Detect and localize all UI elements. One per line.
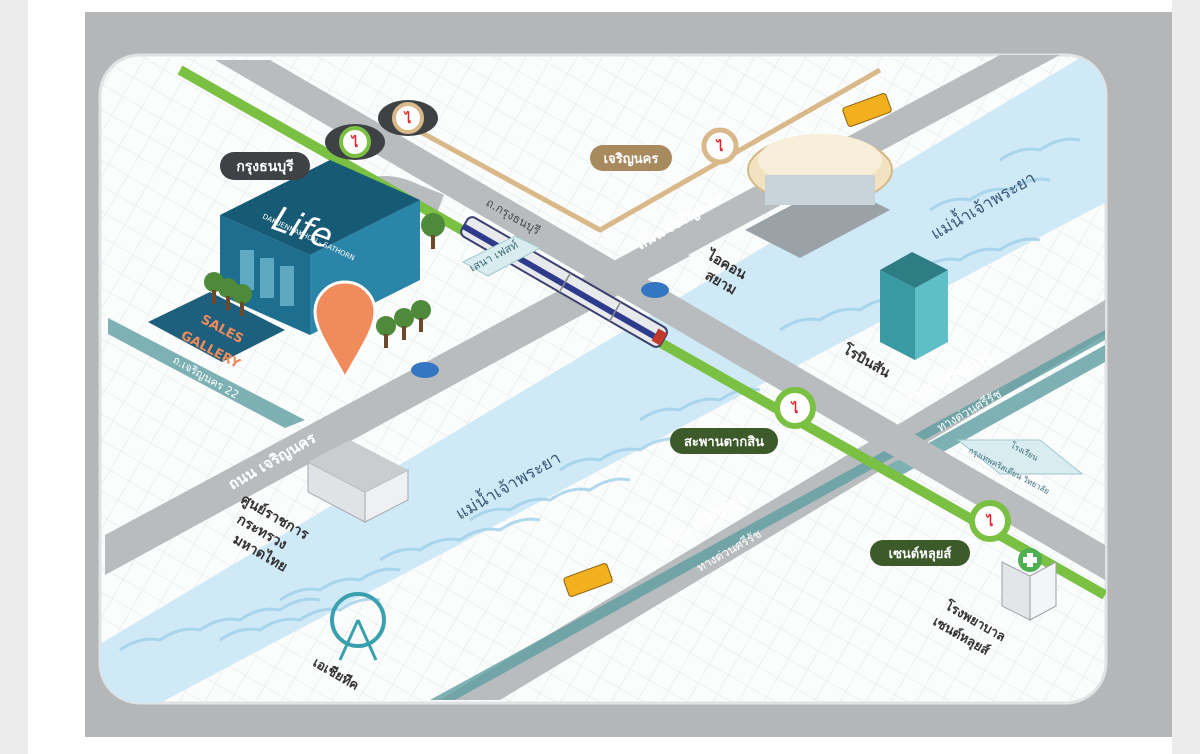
bus-icon [563, 563, 613, 597]
car-icon [411, 362, 439, 378]
location-pin [313, 280, 377, 382]
bts-station-saint-louis-marker[interactable]: ไ [969, 500, 1011, 542]
bts-icon: ไ [403, 110, 412, 127]
station-label-saint-louis: เซนต์หลุยส์ [889, 546, 952, 562]
asiatique-ferris-wheel [330, 592, 386, 661]
station-label-saphan-taksin: สะพานตากสิน [684, 435, 764, 450]
hospital-building [1001, 548, 1057, 621]
bts-station-saphan-taksin-marker[interactable]: ไ [774, 387, 816, 429]
bts-station-charoen-nakhon-marker[interactable]: ไ [701, 127, 739, 165]
road-expressway [430, 330, 1105, 700]
bts-icon: ไ [715, 138, 724, 155]
gold-line [393, 67, 882, 233]
gold-station-marker[interactable]: ไ [378, 100, 438, 136]
bts-icon: ไ [985, 513, 994, 530]
road-charoen-nakhon-22 [108, 318, 305, 428]
station-label-krung-thonburi: กรุงธนบุรี [236, 159, 294, 175]
road-krung-thonburi [215, 60, 1105, 580]
road-charoen-krung [440, 300, 1105, 700]
car-icon [641, 282, 669, 298]
tree-icon [204, 213, 445, 348]
sales-gallery-sign [148, 292, 285, 362]
robinson-building [880, 252, 948, 360]
bts-station-krung-thonburi-marker[interactable]: ไ [325, 124, 385, 160]
senna-fest-sign [461, 235, 542, 277]
bts-icon: ไ [790, 400, 799, 417]
bus-icon [842, 93, 892, 127]
govt-center-building [307, 440, 409, 523]
iconsiam-building [745, 134, 893, 258]
road-charoen-nakhon [105, 236, 690, 575]
station-label-charoen-nakhon: เจริญนคร [604, 152, 659, 167]
bts-icon: ไ [350, 134, 359, 151]
road-expressway-upper [880, 345, 1105, 476]
school-sign [956, 439, 1084, 475]
